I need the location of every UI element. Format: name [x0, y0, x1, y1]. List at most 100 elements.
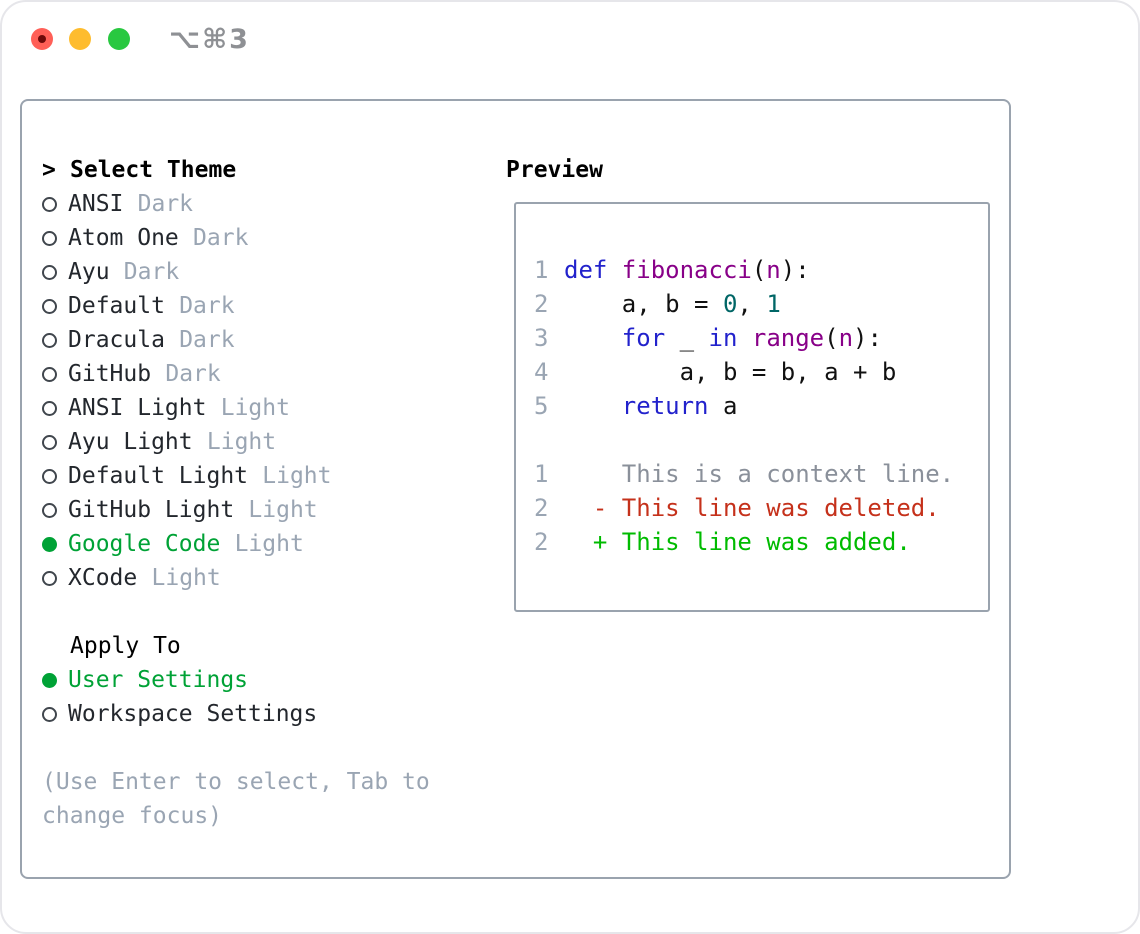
radio-icon	[42, 196, 57, 212]
code-line: 5 return a	[534, 389, 988, 423]
radio-icon	[42, 366, 57, 382]
code-line: 4 a, b = b, a + b	[534, 355, 988, 389]
radio-icon	[42, 434, 57, 450]
radio-selected-icon	[42, 536, 57, 552]
line-number: 2	[534, 528, 549, 556]
theme-option-xcode[interactable]: XCode Light	[42, 561, 492, 595]
option-variant-label: Dark	[179, 293, 235, 319]
theme-option-default-light[interactable]: Default Light Light	[42, 459, 492, 493]
radio-selected-icon	[42, 672, 57, 688]
line-number: 4	[534, 358, 549, 386]
option-label: Default	[68, 293, 165, 319]
spacer	[42, 595, 492, 629]
hint-text: (Use Enter to select, Tab to change focu…	[42, 769, 430, 829]
close-dot-icon	[38, 35, 46, 43]
select-theme-title: Select Theme	[70, 157, 237, 183]
window-title: ⌥⌘3	[169, 24, 250, 55]
code-line: 3 for _ in range(n):	[534, 321, 988, 355]
option-variant-label: Light	[151, 565, 221, 591]
radio-icon	[42, 706, 57, 722]
code-token-pln: (	[824, 324, 839, 352]
code-token-kwd: def	[564, 256, 622, 284]
code-token-typ: n	[766, 256, 781, 284]
option-label: Workspace Settings	[68, 701, 318, 727]
code-token-typ: fibonacci	[621, 256, 752, 284]
minimize-button[interactable]	[69, 28, 91, 50]
option-variant-label: Dark	[193, 225, 249, 251]
diff-text: - This line was deleted.	[564, 494, 940, 522]
blank-code-line	[534, 423, 988, 457]
code-token-pln	[564, 392, 622, 420]
code-token-typ: n	[838, 324, 854, 352]
code-token-pln	[737, 324, 751, 352]
diff-preview: 1 This is a context line.2 - This line w…	[534, 457, 988, 559]
zoom-button[interactable]	[108, 28, 130, 50]
close-button[interactable]	[31, 28, 53, 50]
titlebar: ⌥⌘3	[2, 2, 1138, 78]
apply-option-workspace-settings[interactable]: Workspace Settings	[42, 697, 492, 731]
line-number: 3	[534, 324, 549, 352]
radio-icon	[42, 570, 57, 586]
option-variant-label: Dark	[123, 259, 180, 285]
line-number: 5	[534, 392, 549, 420]
option-variant-label: Light	[262, 463, 332, 489]
option-label: ANSI	[68, 191, 124, 217]
option-label: XCode	[68, 565, 138, 591]
radio-icon	[42, 298, 57, 314]
radio-icon	[42, 332, 57, 348]
option-variant-label: Light	[220, 395, 290, 421]
diff-text: This is a context line.	[564, 460, 955, 488]
theme-option-ansi[interactable]: ANSI Dark	[42, 187, 492, 221]
option-label: User Settings	[68, 667, 249, 693]
code-token-pln: a	[708, 392, 738, 420]
line-number: 2	[534, 290, 549, 318]
radio-icon	[42, 400, 57, 416]
preview-header: Preview	[506, 157, 603, 183]
option-variant-label: Dark	[137, 191, 194, 217]
option-label: Default Light	[68, 463, 249, 489]
diff-line-context: 1 This is a context line.	[534, 457, 988, 491]
option-label: Ayu Light	[68, 429, 193, 455]
option-variant-label: Light	[248, 497, 318, 523]
focus-marker-icon: >	[42, 157, 56, 183]
option-label: GitHub Light	[68, 497, 235, 523]
diff-line-deleted: 2 - This line was deleted.	[534, 491, 988, 525]
option-label: Ayu	[68, 259, 110, 285]
code-token-pln: ):	[780, 256, 810, 284]
apply-option-user-settings[interactable]: User Settings	[42, 663, 492, 697]
apply-to-title: Apply To	[70, 633, 181, 659]
theme-option-github[interactable]: GitHub Dark	[42, 357, 492, 391]
theme-option-ansi-light[interactable]: ANSI Light Light	[42, 391, 492, 425]
option-variant-label: Dark	[165, 361, 221, 387]
code-token-pln: ):	[853, 324, 882, 352]
option-label: ANSI Light	[68, 395, 207, 421]
theme-option-ayu-light[interactable]: Ayu Light Light	[42, 425, 492, 459]
line-number: 1	[534, 256, 549, 284]
theme-option-ayu[interactable]: Ayu Dark	[42, 255, 492, 289]
theme-option-github-light[interactable]: GitHub Light Light	[42, 493, 492, 527]
apply-to-header: Apply To	[42, 629, 492, 663]
diff-text: + This line was added.	[564, 528, 911, 556]
code-token-lit: 1	[766, 290, 781, 318]
line-number: 2	[534, 494, 549, 522]
line-number: 1	[534, 460, 549, 488]
select-theme-header: > Select Theme	[42, 153, 492, 187]
code-token-pln: a, b = b, a + b	[564, 358, 897, 386]
code-token-kwd: for	[621, 324, 666, 352]
code-token-kwd: in	[708, 324, 738, 352]
option-label: GitHub	[68, 361, 152, 387]
radio-icon	[42, 230, 57, 246]
theme-option-default[interactable]: Default Dark	[42, 289, 492, 323]
option-variant-label: Light	[206, 429, 277, 455]
